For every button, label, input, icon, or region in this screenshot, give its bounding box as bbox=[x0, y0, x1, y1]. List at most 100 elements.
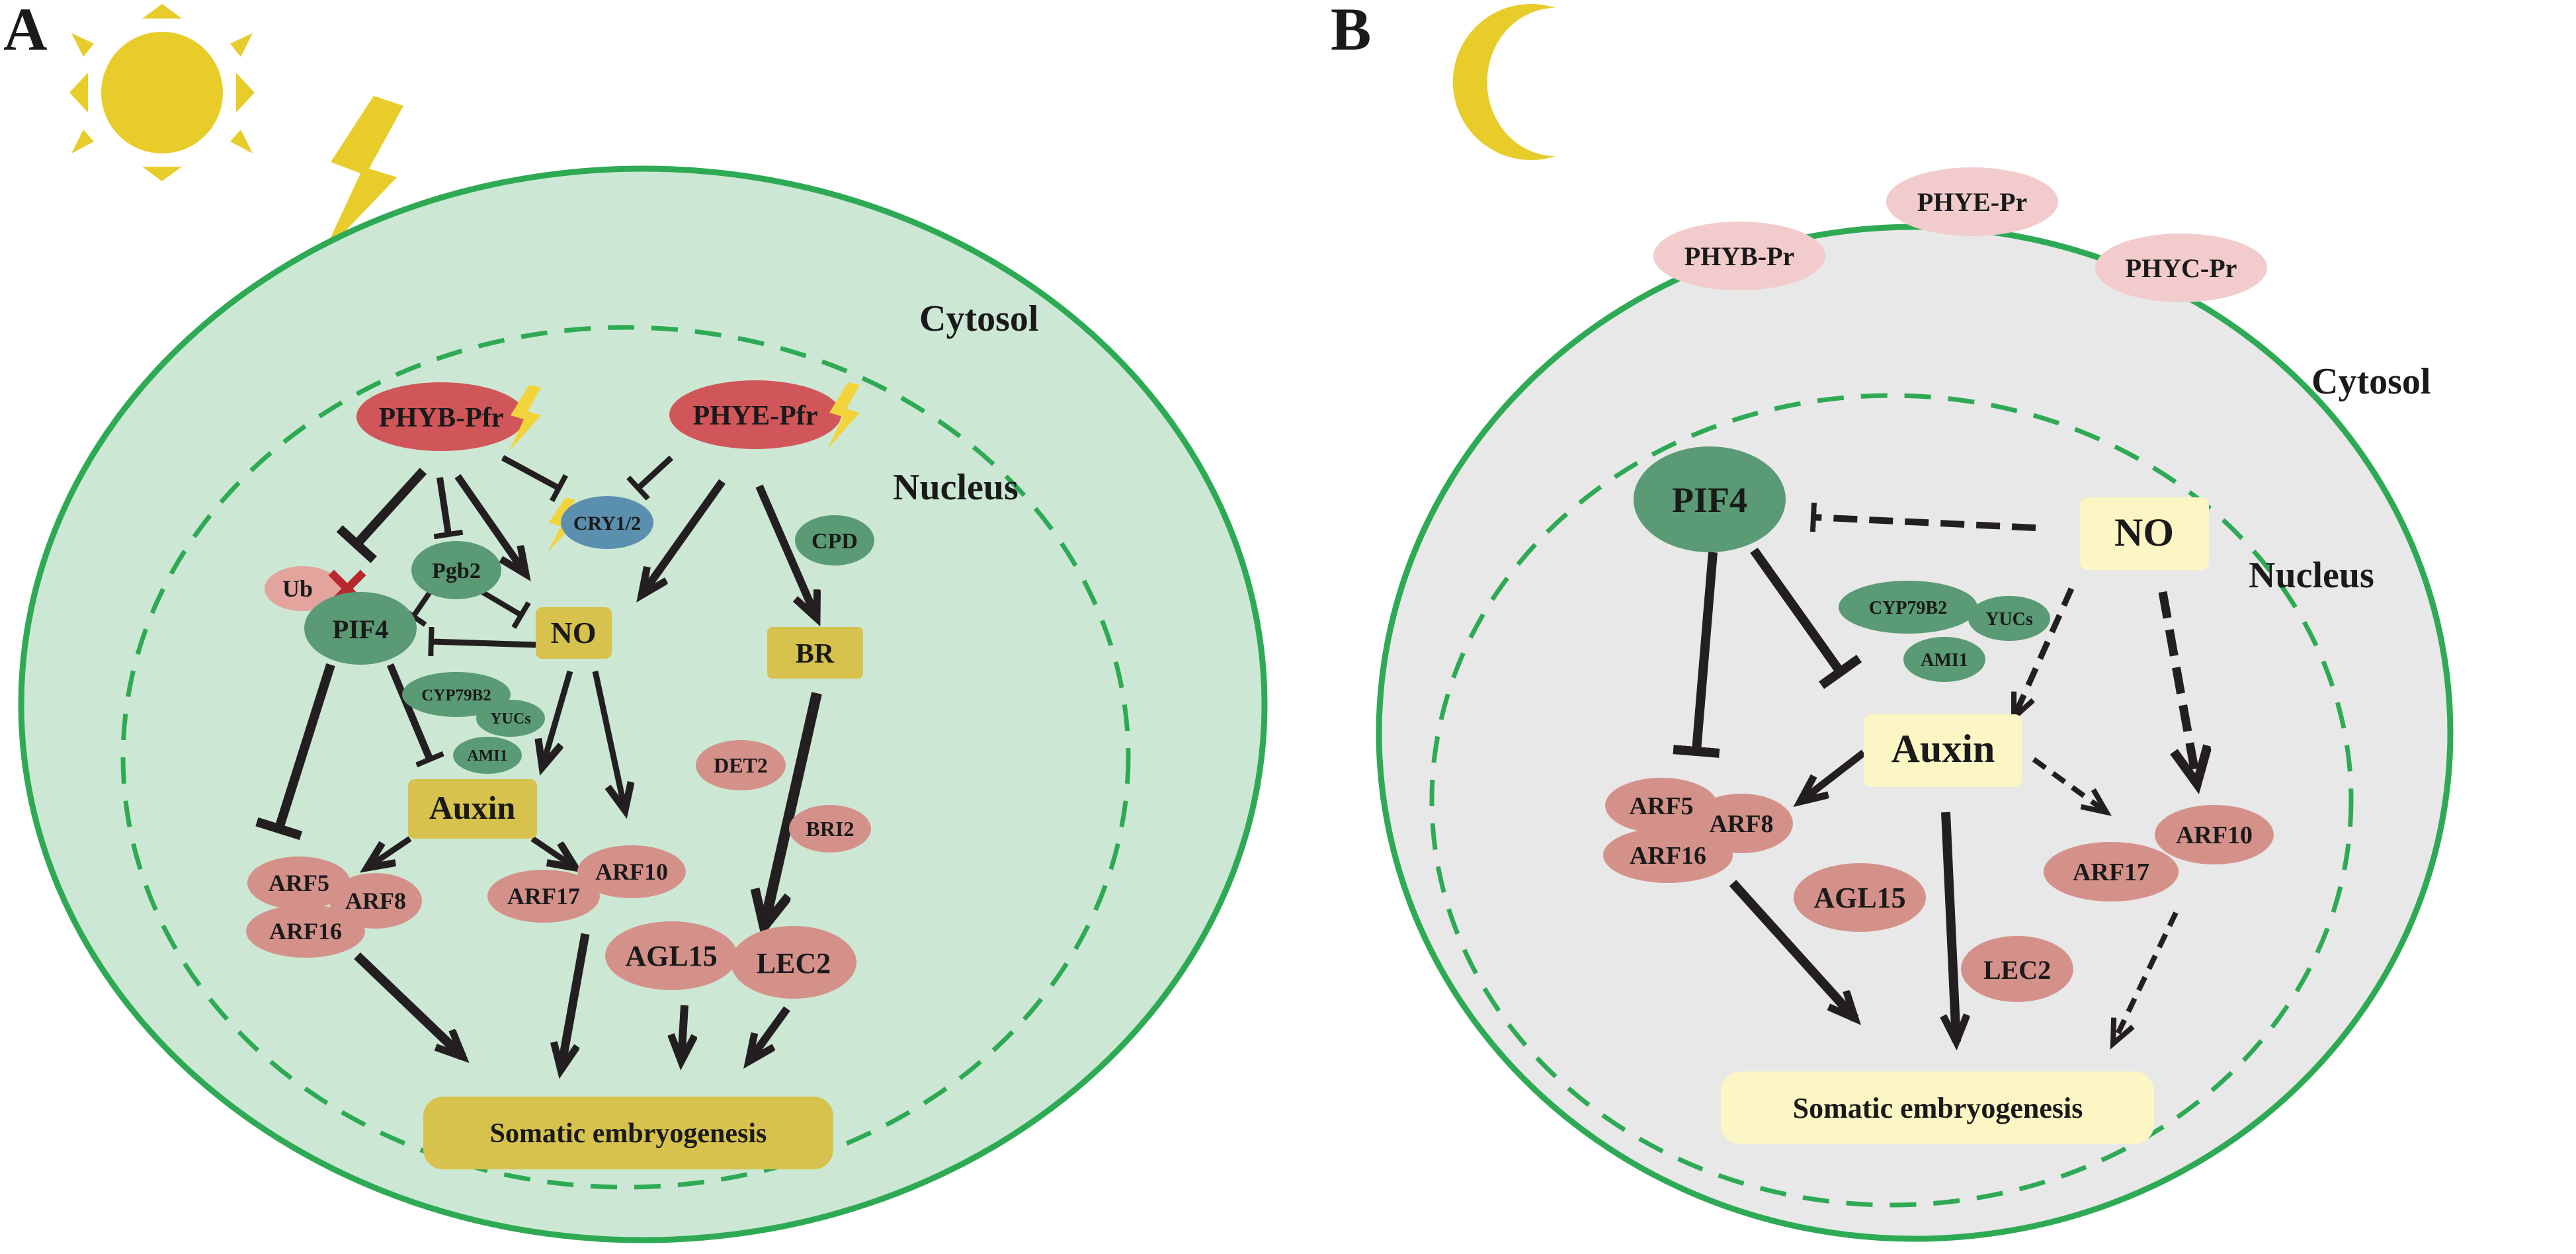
svg-text:CYP79B2: CYP79B2 bbox=[1869, 598, 1947, 618]
node-phye-pfr: PHYE-Pfr bbox=[669, 380, 860, 449]
node-cry12: CRY1/2 bbox=[548, 496, 653, 552]
svg-text:AGL15: AGL15 bbox=[625, 940, 717, 972]
node-arf17-a: ARF17 bbox=[487, 870, 600, 923]
edge-arf58-somatic-b bbox=[1729, 880, 1855, 1019]
edge-auxin-arf1017-b bbox=[2032, 757, 2112, 816]
node-arf10-a: ARF10 bbox=[577, 845, 686, 898]
node-ami1-b: AMI1 bbox=[1903, 637, 1985, 682]
nucleus-boundary-a bbox=[120, 325, 1131, 1190]
lightning-icon bbox=[323, 96, 403, 255]
node-cyp79b2-b: CYP79B2 bbox=[1839, 581, 1977, 634]
edge-pif4-auxin-b bbox=[1750, 547, 1862, 689]
edge-auxin-arf1017 bbox=[530, 836, 575, 868]
node-arf8-b: ARF8 bbox=[1690, 794, 1793, 853]
sun-icon bbox=[69, 4, 255, 181]
node-pgb2: Pgb2 bbox=[411, 541, 501, 599]
node-arf17-b: ARF17 bbox=[2044, 842, 2179, 901]
lightning-icon bbox=[828, 382, 860, 448]
node-somatic-b: Somatic embryogenesis bbox=[1721, 1071, 2154, 1144]
edge-arf58-somatic bbox=[354, 952, 463, 1057]
svg-text:BRI2: BRI2 bbox=[806, 817, 854, 841]
svg-text:YUCs: YUCs bbox=[1985, 609, 2033, 630]
panel-a-label: A bbox=[3, 0, 47, 63]
svg-text:PIF4: PIF4 bbox=[333, 614, 388, 644]
svg-text:Somatic embryogenesis: Somatic embryogenesis bbox=[1793, 1092, 2083, 1124]
edge-no-auxin bbox=[542, 670, 573, 767]
panel-b: B Cytosol Nucleus PHYB-Pr PHYE-Pr PHYC-P… bbox=[1331, 0, 2454, 1242]
node-pif4-b: PIF4 bbox=[1634, 446, 1786, 552]
node-bri2: BRI2 bbox=[789, 805, 871, 853]
edge-arf17-somatic-b bbox=[2110, 911, 2179, 1050]
svg-text:ARF17: ARF17 bbox=[507, 883, 580, 909]
nucleus-label-b: Nucleus bbox=[2249, 555, 2374, 596]
svg-text:ARF16: ARF16 bbox=[1630, 842, 1706, 870]
edge-lec2-somatic bbox=[749, 1006, 790, 1062]
node-phyb-pr: PHYB-Pr bbox=[1653, 222, 1825, 290]
svg-text:PHYE-Pr: PHYE-Pr bbox=[1917, 187, 2028, 217]
edge-phyb-pif4 bbox=[336, 468, 427, 564]
node-yucs-b: YUCs bbox=[1968, 596, 2050, 641]
svg-text:PIF4: PIF4 bbox=[1672, 480, 1747, 520]
edge-phyb-cry bbox=[501, 455, 568, 503]
node-arf10-b: ARF10 bbox=[2155, 805, 2274, 864]
edges-b bbox=[1673, 502, 2197, 1050]
node-ami1-a: AMI1 bbox=[453, 737, 522, 774]
edge-br-lec2 bbox=[764, 692, 822, 927]
svg-text:ARF10: ARF10 bbox=[595, 858, 668, 885]
edge-agl15-somatic bbox=[681, 1005, 685, 1062]
nodes-a: PHYB-Pfr PHYE-Pfr CRY1/2 CPD bbox=[246, 380, 874, 1169]
svg-text:NO: NO bbox=[551, 616, 597, 649]
svg-text:Somatic embryogenesis: Somatic embryogenesis bbox=[490, 1118, 767, 1149]
node-agl15-b: AGL15 bbox=[1794, 863, 1926, 932]
cytosol-label-b: Cytosol bbox=[2311, 361, 2431, 402]
edge-auxin-somatic-b bbox=[1946, 812, 1956, 1042]
svg-text:Auxin: Auxin bbox=[429, 789, 516, 826]
node-br: BR bbox=[767, 627, 863, 679]
node-arf5-b: ARF5 bbox=[1605, 778, 1718, 833]
edge-pif4-auxin bbox=[386, 663, 444, 768]
svg-text:PHYB-Pfr: PHYB-Pfr bbox=[379, 403, 504, 433]
svg-text:LEC2: LEC2 bbox=[1983, 955, 2051, 985]
svg-text:ARF17: ARF17 bbox=[2073, 858, 2149, 886]
edge-no-auxin-b bbox=[2011, 587, 2075, 724]
svg-text:CPD: CPD bbox=[811, 529, 858, 554]
edge-pif4-arf-b bbox=[1673, 552, 1720, 758]
svg-text:AMI1: AMI1 bbox=[467, 747, 507, 765]
cell-membrane-a bbox=[18, 165, 1268, 1243]
nucleus-boundary-b bbox=[1429, 393, 2354, 1208]
node-no-a: NO bbox=[536, 607, 612, 659]
edge-auxin-arf58 bbox=[367, 836, 412, 868]
svg-text:PHYE-Pfr: PHYE-Pfr bbox=[693, 401, 818, 431]
edge-phye-no bbox=[642, 479, 726, 595]
edge-phyb-no bbox=[454, 474, 526, 574]
svg-text:CRY1/2: CRY1/2 bbox=[573, 513, 641, 534]
node-cpd: CPD bbox=[795, 515, 874, 565]
edge-phye-cry bbox=[626, 455, 674, 501]
node-phye-pr: PHYE-Pr bbox=[1886, 167, 2058, 236]
node-yucs-a: YUCs bbox=[476, 700, 545, 737]
node-lec2-a: LEC2 bbox=[731, 926, 856, 999]
svg-text:NO: NO bbox=[2114, 511, 2174, 554]
svg-text:BR: BR bbox=[796, 639, 835, 669]
svg-text:YUCs: YUCs bbox=[490, 710, 530, 728]
node-cyp79b2-a: CYP79B2 bbox=[402, 672, 511, 717]
node-auxin-a: Auxin bbox=[408, 779, 537, 839]
svg-text:ARF10: ARF10 bbox=[2176, 821, 2253, 849]
svg-text:LEC2: LEC2 bbox=[757, 947, 831, 980]
cytosol-label-a: Cytosol bbox=[919, 298, 1038, 339]
svg-text:Pgb2: Pgb2 bbox=[432, 559, 481, 583]
node-pif4-a: PIF4 bbox=[304, 592, 417, 665]
node-phyc-pr: PHYC-Pr bbox=[2095, 233, 2267, 302]
edge-phyb-pgb2 bbox=[433, 477, 464, 540]
edge-no-pif4-b bbox=[1809, 502, 2036, 532]
node-agl15-a: AGL15 bbox=[605, 921, 737, 990]
svg-text:PHYB-Pr: PHYB-Pr bbox=[1684, 241, 1795, 271]
edge-auxin-arf58-b bbox=[1800, 749, 1866, 802]
node-arf8-a: ARF8 bbox=[329, 873, 422, 929]
node-phyb-pfr: PHYB-Pfr bbox=[356, 382, 541, 451]
node-arf5-a: ARF5 bbox=[247, 857, 351, 909]
node-arf16-a: ARF16 bbox=[246, 905, 365, 958]
edge-pif4-arf bbox=[255, 663, 335, 841]
svg-text:AMI1: AMI1 bbox=[1921, 650, 1968, 671]
